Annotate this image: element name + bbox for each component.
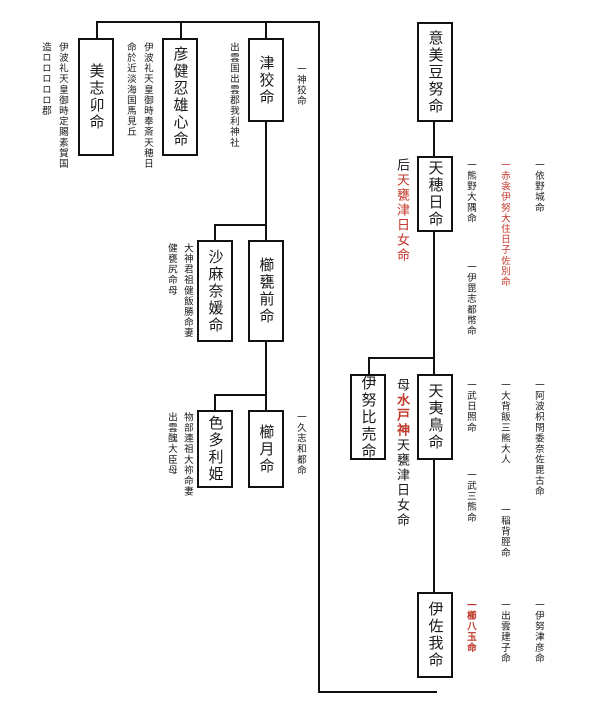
person-name-amenohinadori: 天夷鳥命 <box>426 383 445 451</box>
mother-amenohohi-name: 天甕津日女命 <box>394 173 409 263</box>
line-imiduno-to-amenohohi <box>433 122 435 156</box>
note-samanahime-line-1: 大神君祖健飯勝命妻 <box>181 243 193 339</box>
line-drop-mishiu <box>96 21 98 38</box>
note-tsunu-child-1: 一神狡命 <box>294 64 306 107</box>
line-bracket-vertical <box>318 21 320 693</box>
person-name-isagano: 伊佐我命 <box>426 601 445 669</box>
line-amenohinadori-to-isagano <box>433 460 435 592</box>
person-name-kushitamae: 櫛甕前命 <box>257 257 276 325</box>
mother-amenohinadori-red: 水戸神 <box>394 393 409 438</box>
line-branch-irotari-h <box>214 394 267 396</box>
person-name-kushitsuki: 櫛月命 <box>257 423 276 475</box>
note-amenohinadori-child-3: 一稲背脛命 <box>498 505 510 558</box>
person-name-imiduno: 意美豆努命 <box>426 29 445 115</box>
note-imiduno-child-1: 一依野城命 <box>532 160 544 213</box>
note-amenohinadori-child-2: 一大背飯三熊大人 <box>498 380 510 465</box>
person-name-hikotake: 彦健忍雄心命 <box>171 46 190 148</box>
person-box-isagano: 伊佐我命 <box>417 592 453 678</box>
person-box-samanahime: 沙麻奈媛命 <box>197 240 233 342</box>
person-name-mishiu: 美志卯命 <box>87 63 106 131</box>
line-isagano-bottom <box>318 691 437 693</box>
person-box-tsunu: 津狡命 <box>248 38 284 122</box>
note-amenohohi-child-2: 一伊毘志都幣命 <box>464 262 476 337</box>
line-kushitamae-to-kushitsuki <box>265 342 267 410</box>
note-isagano-child-2: 一出雲建子命 <box>498 600 510 664</box>
line-drop-hikotake <box>180 21 182 38</box>
note-mishiu-line-2: 造ロロロロロ郡 <box>39 42 51 117</box>
line-branch-samanahime-h <box>214 224 267 226</box>
note-irotarihime-line-2: 出雲醜大臣母 <box>165 412 177 476</box>
mother-amenohinadori: 母水戸神天甕津日女命 <box>394 378 409 528</box>
line-branch-inuhime-h <box>368 357 435 359</box>
mother-amenohohi: 后天甕津日女命 <box>394 158 409 263</box>
person-box-mishiu: 美志卯命 <box>78 38 114 156</box>
mother-amenohohi-prefix: 后 <box>394 158 409 173</box>
person-box-amenohohi: 天穂日命 <box>417 156 453 232</box>
person-box-kushitsuki: 櫛月命 <box>248 410 284 488</box>
note-amenohohi-child-1: 一熊野大隅命 <box>464 160 476 224</box>
mother-amenohinadori-rest: 天甕津日女命 <box>394 438 409 528</box>
note-mishiu-line-1: 伊波礼天皇御時定賜素賀国 <box>56 42 68 170</box>
person-box-amenohinadori: 天夷鳥命 <box>417 374 453 460</box>
person-box-irotarihime: 色多利姫 <box>197 410 233 488</box>
person-name-inuhime: 伊努比売命 <box>359 374 378 460</box>
person-name-irotarihime: 色多利姫 <box>206 415 225 483</box>
note-amenohinadori-child-5: 一武三熊命 <box>464 470 476 523</box>
person-name-amenohohi: 天穂日命 <box>426 160 445 228</box>
line-branch-inuhime-v <box>368 357 370 374</box>
note-amenohinadori-child-4: 一武日照命 <box>464 380 476 433</box>
person-name-samanahime: 沙麻奈媛命 <box>206 248 225 334</box>
note-imiduno-child-2: 一赤衾伊努大住日子佐別命 <box>498 160 510 288</box>
person-box-imiduno: 意美豆努命 <box>417 22 453 122</box>
note-tsunu-shrine: 出雲国出雲郡我利神社 <box>227 42 239 148</box>
person-name-tsunu: 津狡命 <box>257 54 276 106</box>
person-box-kushitamae: 櫛甕前命 <box>248 240 284 342</box>
note-hikotake-line-1: 伊波礼天皇御時奉斎天穂日 <box>141 42 153 170</box>
note-irotarihime-line-1: 物部連祖大祢命妻 <box>181 412 193 497</box>
person-box-hikotake: 彦健忍雄心命 <box>162 38 198 156</box>
note-hikotake-line-2: 命於近淡海国馬見丘 <box>124 42 136 138</box>
mother-amenohinadori-prefix: 母 <box>394 378 409 393</box>
note-kushitsuki-child-1: 一久志和都命 <box>294 412 306 476</box>
note-samanahime-line-2: 健甕尻命母 <box>165 243 177 296</box>
note-isagano-child-1: 一伊努津彦命 <box>532 600 544 664</box>
line-amenohohi-to-amenohinadori <box>433 232 435 374</box>
line-drop-tsunu <box>265 21 267 38</box>
person-box-inuhime: 伊努比売命 <box>350 374 386 460</box>
line-tsunu-to-kushitamae <box>265 122 267 240</box>
line-branch-samanahime-v <box>214 224 216 240</box>
note-amenohinadori-child-1: 一阿波枳閇委奈佐毘古命 <box>532 380 544 497</box>
line-left-top-horizontal <box>96 21 320 23</box>
line-branch-irotari-v <box>214 394 216 410</box>
note-isagano-child-3: 一櫛八玉命 <box>464 600 476 653</box>
